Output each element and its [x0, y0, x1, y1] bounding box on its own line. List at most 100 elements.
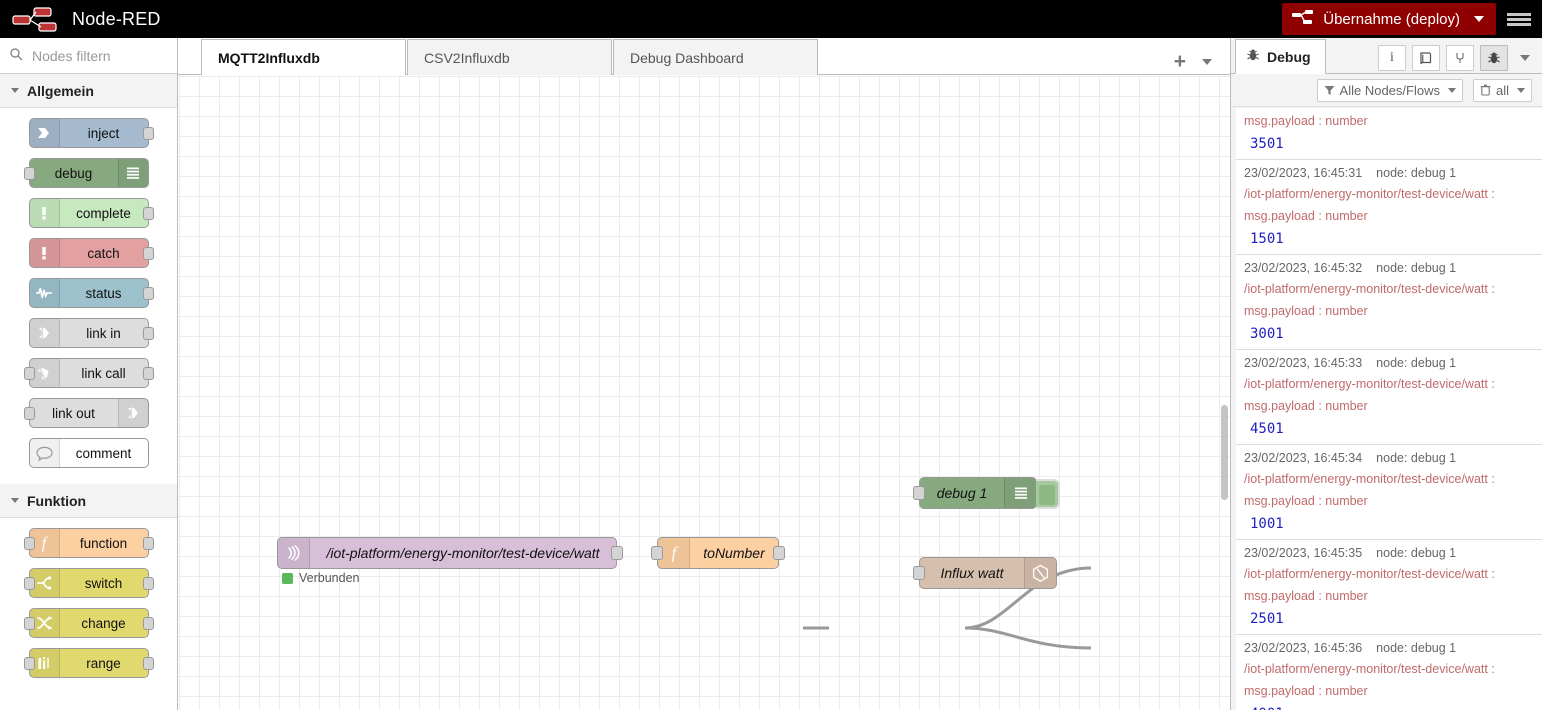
- node-input-port[interactable]: [23, 577, 35, 590]
- node-input-port[interactable]: [23, 617, 35, 630]
- palette-node-link-call[interactable]: link call: [23, 358, 154, 388]
- config-nodes-icon[interactable]: [1446, 45, 1474, 71]
- palette-node-link-out[interactable]: link out: [23, 398, 149, 428]
- node-output-port[interactable]: [142, 127, 154, 140]
- add-flow-button[interactable]: +: [1173, 50, 1186, 73]
- debug-message-timestamp: 23/02/2023, 16:45:36: [1244, 641, 1363, 655]
- debug-message-value: 3001: [1250, 326, 1284, 342]
- node-output-port[interactable]: [142, 247, 154, 260]
- tab-debug[interactable]: Debug: [1235, 39, 1326, 74]
- node-input-port[interactable]: [913, 566, 925, 580]
- chevron-down-icon[interactable]: [1202, 58, 1212, 65]
- node-input-port[interactable]: [23, 407, 35, 420]
- node-output-port[interactable]: [142, 617, 154, 630]
- palette-node-link-in[interactable]: link in: [28, 318, 154, 348]
- debug-message-topic: /iot-platform/energy-monitor/test-device…: [1244, 567, 1495, 581]
- debug-message-meta: 23/02/2023, 16:45:34 node: debug 1: [1244, 451, 1534, 465]
- node-output-port[interactable]: [142, 367, 154, 380]
- palette-category-allgemein[interactable]: Allgemein: [0, 74, 177, 108]
- search-icon: [10, 47, 23, 64]
- flow-node-debug-1[interactable]: debug 1: [913, 477, 1060, 509]
- palette-category-label: Funktion: [27, 492, 87, 509]
- hamburger-menu-icon[interactable]: [1496, 0, 1542, 38]
- flow-tab-debug-dashboard[interactable]: Debug Dashboard: [613, 39, 818, 75]
- node-input-port[interactable]: [651, 546, 663, 560]
- debug-list-icon: [1004, 478, 1036, 508]
- node-input-port[interactable]: [23, 167, 35, 180]
- deploy-icon: [1292, 9, 1314, 29]
- node-output-port[interactable]: [142, 657, 154, 670]
- debug-message-property: msg.payload : number: [1244, 304, 1368, 318]
- node-input-port[interactable]: [23, 537, 35, 550]
- canvas-scrollbar[interactable]: [1221, 405, 1228, 500]
- palette-search-input[interactable]: [30, 46, 167, 65]
- palette-node-label: link in: [86, 325, 121, 341]
- flow-tab-label: Debug Dashboard: [630, 49, 744, 66]
- palette-node-label: status: [85, 285, 122, 301]
- palette-node-label: comment: [75, 445, 132, 461]
- debug-message-value: 4501: [1250, 421, 1284, 437]
- node-output-port[interactable]: [142, 287, 154, 300]
- palette-search[interactable]: [0, 38, 177, 74]
- palette-node-change[interactable]: change: [23, 608, 154, 638]
- flow-tab-csv2influxdb[interactable]: CSV2Influxdb: [407, 39, 612, 75]
- debug-sidebar: Debug i: [1230, 38, 1542, 710]
- node-input-port[interactable]: [23, 657, 35, 670]
- debug-list-icon: [117, 159, 148, 187]
- debug-message-node: node: debug 1: [1376, 261, 1457, 275]
- help-book-icon[interactable]: [1412, 45, 1440, 71]
- palette-node-label: link call: [81, 365, 126, 381]
- debug-message-property: msg.payload : number: [1244, 399, 1368, 413]
- chevron-down-icon[interactable]: [1474, 16, 1484, 22]
- palette-node-debug[interactable]: debug: [23, 158, 149, 188]
- palette-category-funktion[interactable]: Funktion: [0, 484, 177, 518]
- flow-canvas[interactable]: /iot-platform/energy-monitor/test-device…: [178, 75, 1230, 710]
- svg-text:f: f: [671, 544, 678, 562]
- node-output-port[interactable]: [773, 546, 785, 560]
- deploy-label: Übernahme (deploy): [1323, 10, 1460, 28]
- palette-node-complete[interactable]: complete: [28, 198, 154, 228]
- palette-node-catch[interactable]: catch: [28, 238, 154, 268]
- palette-node-comment[interactable]: comment: [28, 438, 149, 468]
- node-input-port[interactable]: [913, 486, 925, 500]
- node-output-port[interactable]: [142, 207, 154, 220]
- chevron-down-icon[interactable]: [1520, 55, 1530, 61]
- debug-filter-button[interactable]: Alle Nodes/Flows: [1316, 78, 1463, 102]
- palette-node-range[interactable]: range: [23, 648, 154, 678]
- flow-node-mqtt-in[interactable]: /iot-platform/energy-monitor/test-device…: [277, 537, 623, 569]
- palette-node-switch[interactable]: switch: [23, 568, 154, 598]
- debug-message-timestamp: 23/02/2023, 16:45:34: [1244, 451, 1363, 465]
- flow-tab-mqtt2influxdb[interactable]: MQTT2Influxdb: [201, 39, 406, 75]
- debug-clear-button[interactable]: all: [1472, 78, 1532, 102]
- node-input-port[interactable]: [23, 367, 35, 380]
- chevron-down-icon: [11, 88, 19, 93]
- palette-node-status[interactable]: status: [28, 278, 154, 308]
- debug-message-node: node: debug 1: [1376, 451, 1457, 465]
- bug-icon[interactable]: [1480, 45, 1508, 71]
- node-output-port[interactable]: [142, 327, 154, 340]
- chevron-down-icon[interactable]: [1517, 87, 1525, 93]
- info-icon[interactable]: i: [1378, 45, 1406, 71]
- deploy-button[interactable]: Übernahme (deploy): [1282, 3, 1496, 35]
- node-output-port[interactable]: [142, 537, 154, 550]
- palette-node-inject[interactable]: inject: [28, 118, 154, 148]
- palette-body: Allgemein inject debug complete catch status l…: [0, 74, 177, 694]
- chevron-down-icon[interactable]: [1447, 87, 1456, 93]
- node-output-port[interactable]: [142, 577, 154, 590]
- debug-node-toggle-button[interactable]: [1036, 479, 1060, 509]
- flow-node-influx-watt[interactable]: Influx watt: [913, 557, 1057, 589]
- node-output-port[interactable]: [611, 546, 623, 560]
